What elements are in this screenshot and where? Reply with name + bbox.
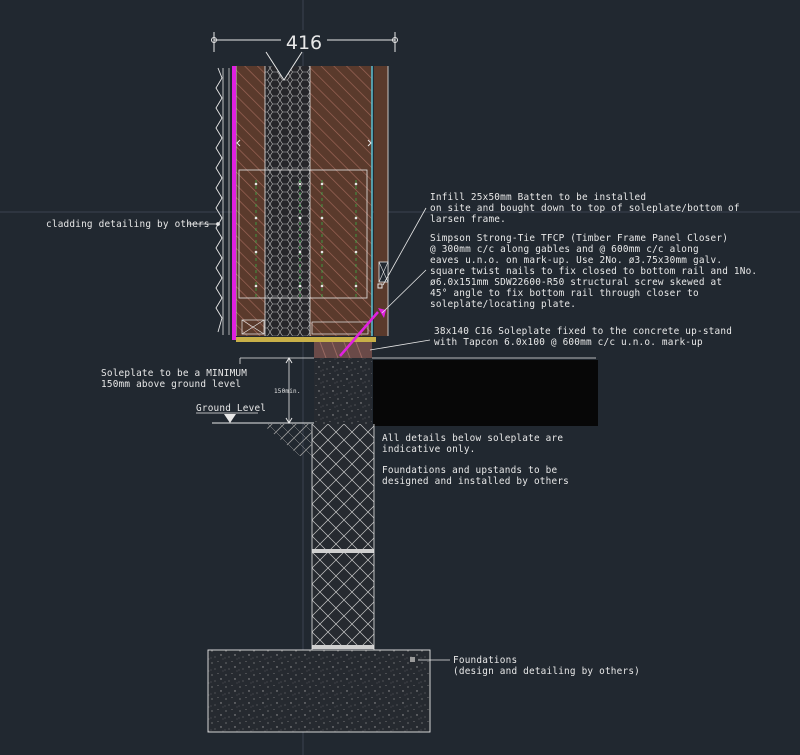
cladding	[215, 67, 230, 335]
label-infill-3: larsen frame.	[430, 214, 506, 225]
dimension-416: 416	[211, 30, 398, 54]
leaders	[187, 207, 450, 661]
label-found-up-1: Foundations and upstands to be	[382, 465, 557, 476]
label-soleplate-1: 38x140 C16 Soleplate fixed to the concre…	[434, 326, 732, 337]
structural-screw	[339, 311, 379, 357]
label-simpson-4: square twist nails to fix closed to bott…	[430, 266, 757, 277]
ground	[212, 414, 314, 456]
panel-frame	[238, 169, 368, 299]
label-infill-1: Infill 25x50mm Batten to be installed	[430, 192, 646, 203]
label-ground-level: Ground Level	[196, 403, 266, 414]
dimension-150: 150min.	[240, 357, 314, 424]
label-simpson-2: @ 300mm c/c along gables and @ 600mm c/c…	[430, 244, 699, 255]
label-found-up-2: designed and installed by others	[382, 476, 569, 487]
label-soleplate-min-1: Soleplate to be a MINIMUM	[101, 368, 247, 379]
label-details-2: indicative only.	[382, 444, 476, 455]
redaction-block	[373, 360, 598, 426]
membrane-magenta	[232, 66, 236, 340]
label-foundations-2: (design and detailing by others)	[453, 666, 640, 677]
wall-panel	[232, 51, 389, 340]
label-infill-2: on site and bought down to top of solepl…	[430, 203, 740, 214]
label-simpson-7: soleplate/locating plate.	[430, 299, 576, 310]
bottom-rail	[236, 337, 376, 342]
label-simpson-1: Simpson Strong-Tie TFCP (Timber Frame Pa…	[430, 233, 728, 244]
annotations: cladding detailing by others Soleplate t…	[46, 192, 757, 677]
label-simpson-3: eaves u.n.o. on mark-up. Use 2No. ø3.75x…	[430, 255, 722, 266]
upstand	[311, 357, 598, 650]
label-foundations-1: Foundations	[453, 655, 517, 666]
label-simpson-6: 45° angle to fix bottom rail through clo…	[430, 288, 699, 299]
label-soleplate-2: with Tapcon 6.0x100 @ 600mm c/c u.n.o. m…	[434, 337, 703, 348]
foundation	[207, 649, 431, 733]
label-simpson-5: ø6.0x151mm SDW22600-R50 structural screw…	[430, 277, 722, 288]
label-details-1: All details below soleplate are	[382, 433, 563, 444]
label-soleplate-min-2: 150mm above ground level	[101, 379, 241, 390]
dimension-416-label: 416	[286, 32, 322, 54]
label-cladding: cladding detailing by others	[46, 219, 210, 230]
dimension-150-label: 150min.	[274, 388, 301, 395]
